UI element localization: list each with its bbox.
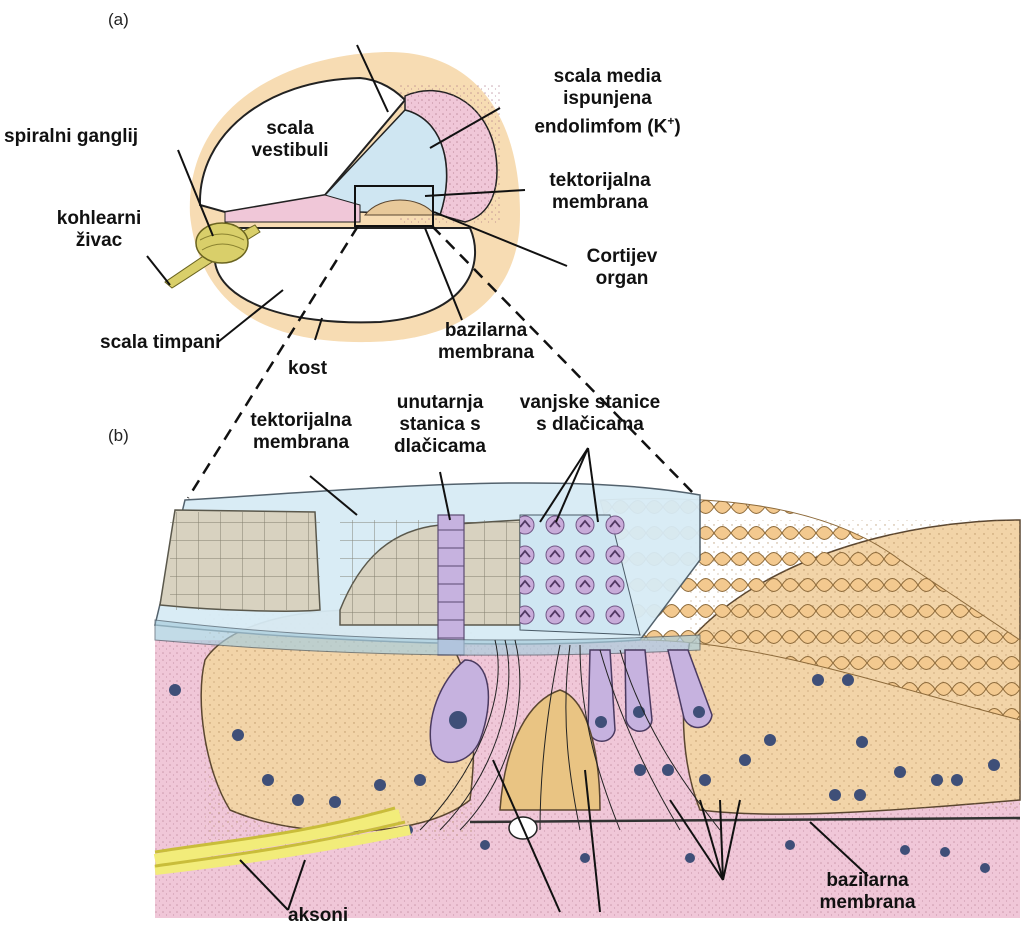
panel-b-label: (b) — [108, 426, 129, 446]
panel-a-label: (a) — [108, 10, 129, 30]
spiral-ganglion — [196, 223, 248, 263]
label-spiralni-ganglij: spiralni ganglij — [4, 126, 138, 148]
label-scala-timpani: scala timpani — [100, 332, 220, 354]
label-scala-media: scala media ispunjena endolimfom (K+) — [500, 66, 715, 138]
panel-b-organ-of-corti — [155, 448, 1020, 918]
inner-hair-cell-column — [438, 515, 464, 655]
label-kost: kost — [288, 358, 327, 380]
label-aksoni: aksoni — [288, 905, 348, 927]
